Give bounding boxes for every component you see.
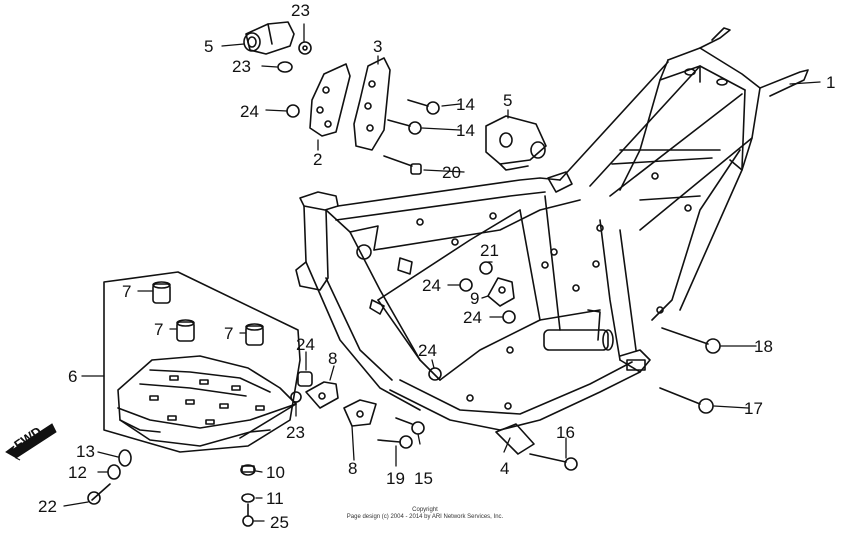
bolt-18 xyxy=(661,327,721,354)
bolt-19 xyxy=(377,435,413,449)
bracket-9 xyxy=(487,277,515,307)
callout-23-top: 23 xyxy=(291,1,310,20)
nut-23-lower xyxy=(290,391,302,403)
callout-8-lower: 8 xyxy=(348,459,357,478)
nut-23-top xyxy=(298,41,312,55)
fwd-arrow-icon xyxy=(5,423,57,461)
tank-damper-assembly-middle xyxy=(485,115,547,171)
callout-7-b: 7 xyxy=(154,320,163,339)
callout-18: 18 xyxy=(754,337,773,356)
callout-10: 10 xyxy=(266,463,285,482)
copyright-notice: Copyright Page design (c) 2004 - 2014 by… xyxy=(300,507,550,521)
collar-24-mid xyxy=(459,278,473,292)
bolt-16 xyxy=(529,453,578,471)
skid-plate-rubber-mount-3 xyxy=(245,323,264,346)
nut-23-left xyxy=(277,61,293,73)
bolt-21 xyxy=(479,261,493,275)
callout-2: 2 xyxy=(313,150,322,169)
skid-plate-outline xyxy=(103,271,301,453)
washer-11 xyxy=(241,493,255,503)
bolt-20 xyxy=(383,155,422,175)
collar-24-lower-right xyxy=(502,310,516,324)
callout-23-lower: 23 xyxy=(286,423,305,442)
callout-9: 9 xyxy=(470,289,479,308)
collar-24-lower-left xyxy=(297,371,313,387)
callout-25: 25 xyxy=(270,513,289,532)
bolt-14-upper xyxy=(407,99,440,115)
leader-lines xyxy=(63,23,821,522)
callout-4: 4 xyxy=(500,459,509,478)
callout-13: 13 xyxy=(76,442,95,461)
callout-16: 16 xyxy=(556,423,575,442)
rubber-13 xyxy=(118,449,132,467)
callout-17: 17 xyxy=(744,399,763,418)
engine-hanger-plate-8-right xyxy=(343,399,377,427)
callout-19: 19 xyxy=(386,469,405,488)
copyright-line-1: Copyright xyxy=(412,507,438,513)
callout-24-center: 24 xyxy=(418,341,437,360)
collar-12 xyxy=(107,464,121,480)
skid-plate-rubber-mount-1 xyxy=(152,281,171,304)
callout-3: 3 xyxy=(373,37,382,56)
engine-hanger-plate-2 xyxy=(309,63,351,137)
callout-22: 22 xyxy=(38,497,57,516)
callout-6: 6 xyxy=(68,367,77,386)
bolt-22 xyxy=(87,483,111,505)
nut-10 xyxy=(240,464,256,476)
callout-5-middle: 5 xyxy=(503,91,512,110)
callout-24-upper: 24 xyxy=(240,102,259,121)
callout-14-upper: 14 xyxy=(456,95,475,114)
callout-1: 1 xyxy=(826,73,835,92)
callout-12: 12 xyxy=(68,463,87,482)
bolt-25 xyxy=(242,503,254,527)
callout-7-a: 7 xyxy=(122,282,131,301)
engine-hanger-plate-8-left xyxy=(305,381,339,409)
callout-24-mid: 24 xyxy=(422,276,441,295)
callout-8-upper: 8 xyxy=(328,349,337,368)
callout-15: 15 xyxy=(414,469,433,488)
main-frame xyxy=(295,27,809,431)
bolt-14-lower xyxy=(387,119,422,135)
callout-14-lower: 14 xyxy=(456,121,475,140)
callout-5-top: 5 xyxy=(204,37,213,56)
bolt-17 xyxy=(659,387,714,414)
callout-24-lower-left: 24 xyxy=(296,335,315,354)
collar-4 xyxy=(495,423,535,455)
engine-hanger-plate-3 xyxy=(353,57,391,151)
callout-21: 21 xyxy=(480,241,499,260)
callout-20: 20 xyxy=(442,163,461,182)
callout-23-left: 23 xyxy=(232,57,251,76)
collar-24-upper xyxy=(286,104,300,118)
skid-plate-rubber-mount-2 xyxy=(176,319,195,342)
tank-damper-assembly-top xyxy=(243,21,295,55)
copyright-line-2: Page design (c) 2004 - 2014 by ARI Netwo… xyxy=(346,514,504,520)
bolt-15 xyxy=(395,417,425,435)
callout-24-lower-right: 24 xyxy=(463,308,482,327)
callout-7-c: 7 xyxy=(224,324,233,343)
callout-11: 11 xyxy=(266,489,284,508)
collar-24-center xyxy=(428,367,442,381)
